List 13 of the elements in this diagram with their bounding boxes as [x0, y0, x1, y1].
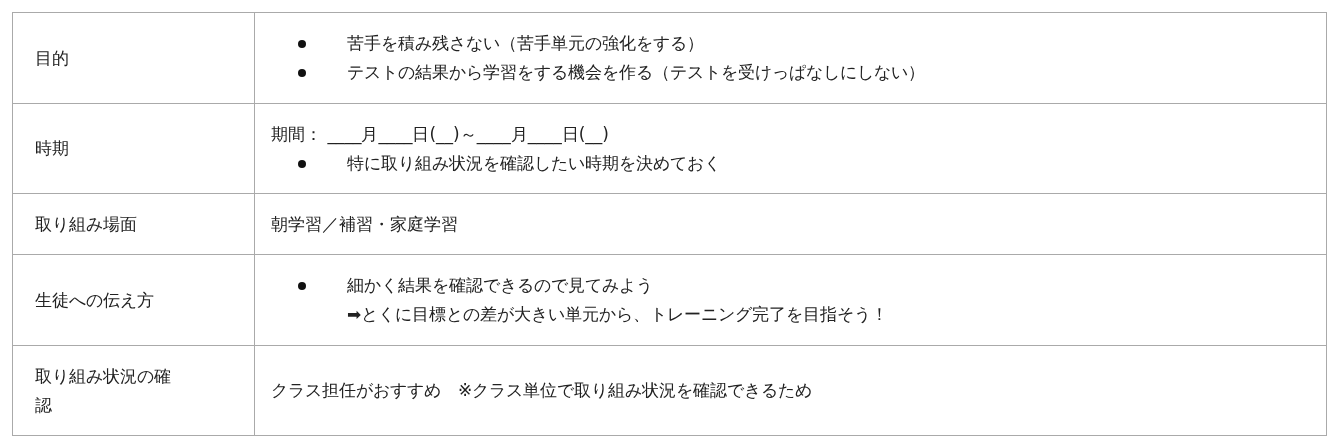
- bullet-text: 苦手を積み残さない（苦手単元の強化をする）: [347, 33, 704, 53]
- body-text: 朝学習／補習・家庭学習: [271, 212, 459, 236]
- bullet-text: 特に取り組み状況を確認したい時期を決めておく: [347, 152, 721, 173]
- body-text: 期間： ____月____日(__)～____月____日(__): [271, 122, 610, 147]
- body-text: ➡とくに目標との差が大きい単元から、トレーニング完了を目指そう！: [346, 303, 890, 326]
- bullet-text: 細かく結果を確認できるので見てみよう: [347, 275, 653, 295]
- body-text: クラス担任がおすすめ ※クラス単位で取り組み状況を確認できるため: [271, 379, 814, 402]
- row-header: 取り組み場面: [35, 212, 137, 236]
- row-header: 取り組み状況の確認: [35, 364, 171, 417]
- row-header: 時期: [35, 137, 69, 160]
- bullet-text: テストの結果から学習をする機会を作る（テストを受けっぱなしにしない）: [347, 62, 925, 82]
- row-header: 目的: [35, 46, 69, 70]
- row-header: 生徒への伝え方: [35, 288, 154, 312]
